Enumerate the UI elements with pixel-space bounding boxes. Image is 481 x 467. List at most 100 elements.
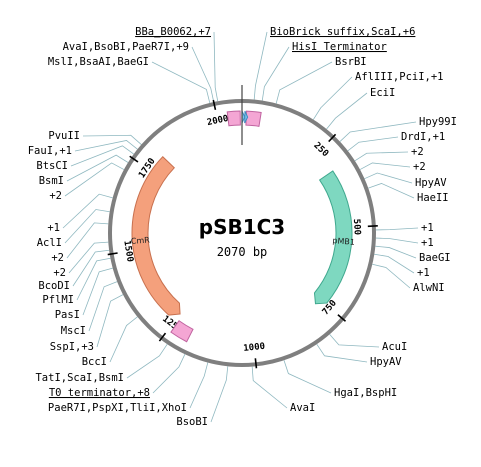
site-label: FauI,+1 [28, 145, 72, 157]
site-label: PasI [55, 309, 80, 321]
site-label: +2 [53, 267, 66, 279]
feature-segment [226, 110, 241, 127]
site-connector [251, 366, 288, 409]
feature-label-pmb1: pMB1 [332, 236, 355, 247]
site-label: +1 [47, 222, 60, 234]
feature-segment [170, 320, 194, 343]
site-label: HpyAV [370, 356, 402, 368]
site-connector [326, 92, 368, 130]
feature-segment [245, 110, 262, 127]
site-label: +2 [49, 190, 62, 202]
site-connector [70, 145, 134, 167]
site-connector [261, 46, 290, 101]
tick-label: 1500 [121, 240, 134, 263]
site-connector [275, 61, 333, 104]
site-connector [72, 249, 110, 287]
site-connector [372, 263, 411, 289]
site-connector [354, 151, 409, 162]
site-connector [68, 241, 109, 274]
tick-label: 500 [351, 219, 362, 236]
site-connector [339, 121, 417, 142]
site-connector [66, 222, 109, 259]
site-label: HgaI,BspHI [334, 387, 397, 399]
tick-label: 2000 [206, 114, 229, 128]
site-label: AvaI [290, 402, 315, 414]
tick-label: 250 [311, 141, 330, 159]
site-connector [375, 237, 419, 244]
site-connector [109, 316, 138, 363]
site-label: EciI [370, 87, 395, 99]
tick-mark [337, 314, 347, 322]
site-label: BsrBI [335, 56, 367, 68]
site-label: PflMI [42, 294, 74, 306]
site-label: AflIII,PciI,+1 [355, 71, 444, 83]
site-connector [313, 76, 353, 120]
site-label: BioBrick suffix,ScaI,+6 [270, 26, 415, 38]
site-label: BaeGI [419, 252, 451, 264]
site-connector [152, 354, 186, 394]
site-label: +1 [417, 267, 430, 279]
site-label: +1 [421, 222, 434, 234]
site-connectors [62, 31, 419, 423]
site-connector [74, 140, 138, 152]
plasmid-name: pSB1C3 [199, 215, 285, 239]
site-label: BsmI [39, 175, 64, 187]
site-connector [76, 257, 111, 301]
site-label: BBa_B0062,+7 [135, 26, 211, 38]
site-label: +2 [413, 161, 426, 173]
site-label: T0 terminator,+8 [49, 387, 150, 399]
site-connector [213, 31, 219, 102]
site-connector [82, 267, 113, 316]
site-label: +2 [411, 146, 424, 158]
site-label: AcuI [382, 341, 407, 353]
site-connector [374, 253, 415, 274]
site-label: BtsCI [36, 160, 68, 172]
site-connector [375, 227, 419, 231]
site-label: MslI,BsaAI,BaeGI [48, 56, 149, 68]
site-label: Hpy99I [419, 116, 457, 128]
site-label: PvuII [48, 130, 80, 142]
site-connector [62, 193, 113, 229]
site-label: BcoDI [38, 280, 70, 292]
site-label: PaeR7I,PspXI,TliI,XhoI [48, 402, 187, 414]
site-connector [359, 162, 411, 170]
site-label: AvaI,BsoBI,PaeR7I,+9 [63, 41, 189, 53]
site-label: SspI,+3 [50, 341, 94, 353]
tick-mark [254, 358, 258, 369]
restriction-site-labels: BBa_B0062,+7AvaI,BsoBI,PaeR7I,+9MslI,Bsa… [28, 26, 457, 428]
feature-pmb1 [313, 170, 353, 305]
site-connector [88, 281, 118, 332]
site-connector [151, 61, 211, 104]
site-connector [82, 134, 142, 145]
feature-cmr [131, 156, 181, 316]
site-connector [64, 209, 110, 244]
site-label: HaeII [417, 192, 449, 204]
site-connector [253, 31, 268, 100]
site-connector [368, 183, 415, 199]
tick-mark [129, 155, 139, 163]
site-connector [347, 136, 399, 152]
site-connector [64, 162, 125, 197]
feature-label-cmr: CmR [131, 235, 151, 245]
site-label: +1 [421, 237, 434, 249]
tick-mark [367, 224, 378, 228]
site-label: AlwNI [413, 282, 445, 294]
site-connector [189, 362, 209, 409]
site-label: TatI,ScaI,BsmI [35, 372, 124, 384]
site-label: HpyAV [415, 177, 447, 189]
tick-mark [158, 332, 167, 342]
tick-mark [328, 133, 337, 143]
site-connector [329, 334, 380, 348]
site-connector [126, 343, 168, 379]
tick-mark [212, 99, 217, 111]
site-label: +2 [51, 252, 64, 264]
site-label: BccI [82, 356, 107, 368]
site-label: MscI [61, 325, 86, 337]
site-connector [66, 154, 129, 182]
site-connector [210, 366, 229, 423]
tick-mark [107, 252, 118, 256]
tick-label: 1000 [243, 342, 266, 354]
plasmid-size: 2070 bp [217, 245, 268, 259]
site-label: BsoBI [176, 416, 208, 428]
